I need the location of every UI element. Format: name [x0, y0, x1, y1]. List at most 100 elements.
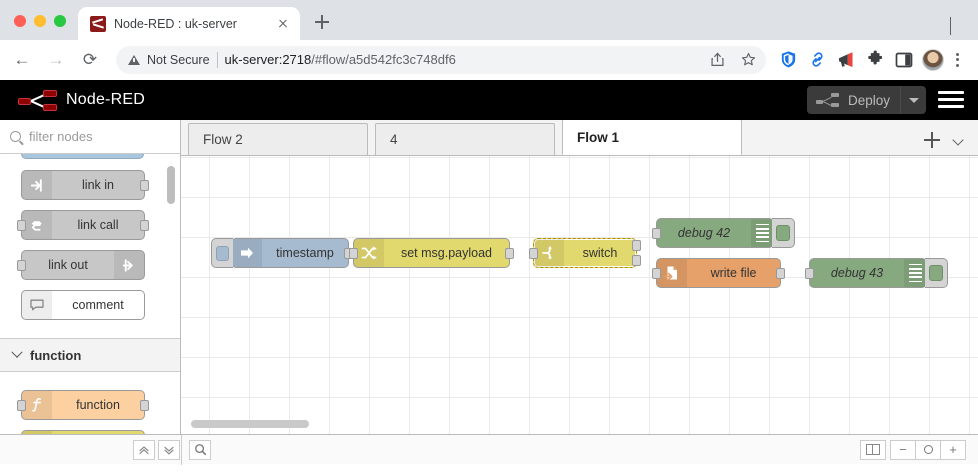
flow-canvas-area[interactable]: Flow 2 4 Flow 1: [181, 120, 978, 434]
input-port[interactable]: [349, 248, 358, 259]
megaphone-icon[interactable]: [833, 47, 859, 73]
deploy-options-chevron-down-icon[interactable]: [900, 86, 926, 114]
palette-scroll-area[interactable]: link in link call link out: [0, 154, 180, 434]
output-port[interactable]: [776, 268, 785, 279]
debug-lines-icon: [751, 219, 773, 247]
not-secure-warning-icon: [128, 54, 140, 65]
palette-category-function[interactable]: function: [0, 338, 180, 372]
flow-tab-flow-2[interactable]: Flow 2: [188, 123, 368, 155]
palette-node-link-in[interactable]: link in: [21, 170, 149, 200]
node-palette: link in link call link out: [0, 120, 207, 434]
flow-tab-4[interactable]: 4: [375, 123, 555, 155]
flow-tab-flow-1[interactable]: Flow 1: [562, 120, 742, 155]
output-port-1[interactable]: [632, 240, 641, 251]
palette-node-partial[interactable]: [21, 154, 144, 159]
palette-search-row[interactable]: [0, 120, 207, 154]
switch-icon: [22, 431, 52, 434]
shield-icon[interactable]: [775, 47, 801, 73]
extensions-puzzle-icon[interactable]: [862, 47, 888, 73]
flow-tab-actions: [924, 132, 978, 155]
debug-enable-toggle-button[interactable]: [925, 258, 948, 288]
palette-category-label: function: [30, 347, 82, 363]
flow-node-inject-timestamp[interactable]: timestamp: [211, 238, 353, 268]
palette-node-function[interactable]: function: [17, 390, 149, 420]
search-icon[interactable]: [189, 439, 211, 460]
input-port[interactable]: [805, 268, 814, 279]
inject-trigger-button[interactable]: [211, 238, 233, 268]
maximize-window-button[interactable]: [54, 15, 66, 27]
palette-collapse-controls: [133, 439, 180, 460]
bookmark-star-icon[interactable]: [736, 48, 760, 72]
link-in-icon: [22, 171, 52, 199]
filter-nodes-input[interactable]: [27, 128, 207, 145]
hamburger-menu-icon[interactable]: [938, 91, 964, 108]
url-path: /#flow/a5d542fc3c748df6: [311, 52, 456, 67]
input-port[interactable]: [652, 228, 661, 239]
input-port[interactable]: [17, 260, 26, 271]
output-port-2[interactable]: [632, 255, 641, 266]
zoom-in-button[interactable]: +: [940, 439, 966, 460]
new-tab-button[interactable]: [308, 8, 336, 36]
debug-enable-toggle-button[interactable]: [772, 218, 795, 248]
minimize-window-button[interactable]: [34, 15, 46, 27]
omnibox-divider: [216, 51, 218, 68]
nodered-header: Node-RED Deploy: [0, 80, 978, 120]
side-panel-icon[interactable]: [891, 47, 917, 73]
output-port[interactable]: [140, 180, 149, 191]
output-port[interactable]: [140, 400, 149, 411]
input-port[interactable]: [529, 248, 538, 259]
share-icon[interactable]: [705, 48, 729, 72]
back-button[interactable]: ←: [13, 49, 31, 69]
reload-button[interactable]: ⟳: [82, 49, 98, 69]
link-call-icon: [22, 211, 52, 239]
flow-node-debug-43[interactable]: debug 43: [805, 258, 948, 288]
deploy-button-group[interactable]: Deploy: [806, 86, 926, 114]
palette-node-switch[interactable]: switch: [21, 430, 145, 434]
link-icon[interactable]: [804, 47, 830, 73]
arrow-right-icon: [232, 239, 262, 267]
link-out-icon: [114, 251, 144, 279]
palette-vertical-scrollbar[interactable]: [167, 166, 175, 204]
flow-tab-label: Flow 2: [203, 132, 243, 147]
output-port[interactable]: [140, 220, 149, 231]
profile-avatar[interactable]: [922, 48, 944, 71]
forward-button[interactable]: →: [47, 49, 65, 69]
flow-node-label: set msg.payload: [400, 246, 493, 260]
address-bar[interactable]: Not Secure uk-server:2718/#flow/a5d542fc…: [116, 45, 766, 74]
input-port[interactable]: [17, 400, 26, 411]
function-f-icon: [22, 391, 52, 419]
flow-node-change-set-payload[interactable]: set msg.payload: [349, 238, 514, 268]
navigator-map-icon[interactable]: [860, 439, 886, 460]
close-icon[interactable]: [274, 15, 292, 33]
chevrons-up-icon[interactable]: [133, 439, 155, 460]
add-flow-plus-icon[interactable]: [924, 132, 940, 148]
palette-node-link-call[interactable]: link call: [17, 210, 149, 240]
palette-node-comment[interactable]: comment: [21, 290, 145, 320]
palette-node-link-out[interactable]: link out: [17, 250, 145, 280]
palette-node-label: function: [76, 398, 120, 412]
input-port[interactable]: [17, 220, 26, 231]
flow-node-switch[interactable]: switch: [529, 238, 641, 268]
footer-search-group: [189, 439, 211, 460]
output-port[interactable]: [505, 248, 514, 259]
chevrons-down-icon[interactable]: [158, 439, 180, 460]
tab-list-chevron-down-icon[interactable]: [950, 17, 964, 35]
flow-node-debug-42[interactable]: debug 42: [652, 218, 795, 248]
debug-lines-icon: [904, 259, 926, 287]
browser-menu-kebab-icon[interactable]: [946, 52, 968, 67]
flow-list-chevron-down-icon[interactable]: [952, 134, 964, 146]
zoom-reset-button[interactable]: [915, 439, 941, 460]
browser-tab[interactable]: Node-RED : uk-server: [78, 7, 300, 40]
canvas-horizontal-scrollbar[interactable]: [191, 420, 309, 428]
url-host: uk-server:2718: [224, 52, 312, 67]
close-window-button[interactable]: [14, 15, 26, 27]
deploy-button[interactable]: Deploy: [807, 86, 900, 114]
input-port[interactable]: [652, 268, 661, 279]
flow-node-write-file[interactable]: write file: [652, 258, 785, 288]
flow-tab-bar: Flow 2 4 Flow 1: [181, 120, 978, 156]
zoom-out-button[interactable]: −: [890, 439, 916, 460]
node-red-favicon-icon: [90, 15, 106, 32]
node-red-logo-icon: [18, 89, 58, 111]
palette-node-label: link call: [77, 218, 119, 232]
comment-icon: [22, 291, 52, 319]
